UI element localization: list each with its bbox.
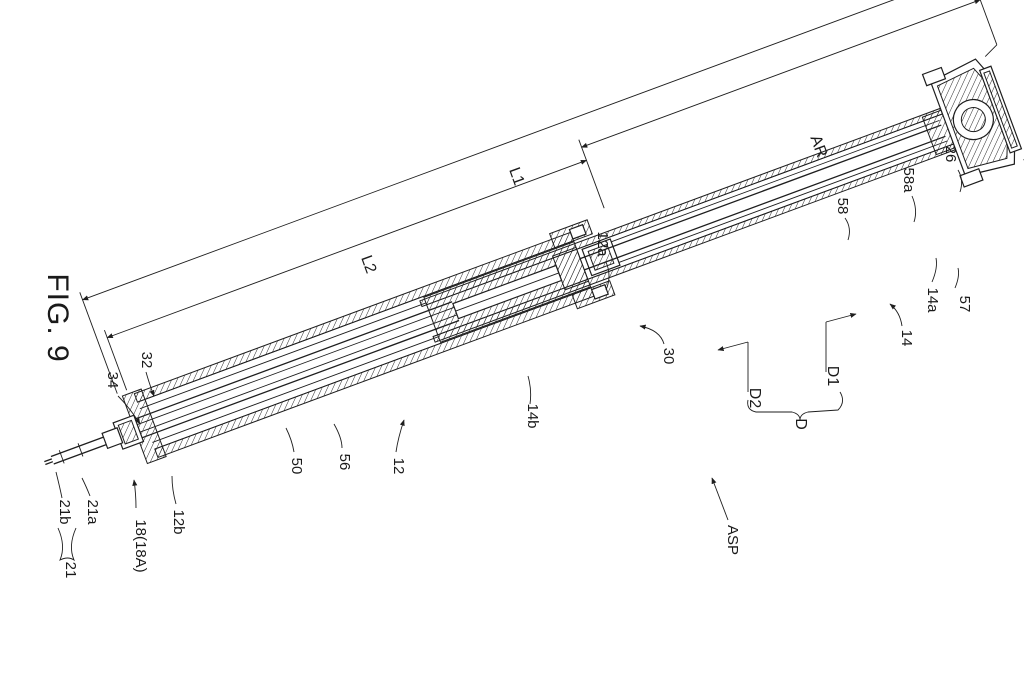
rods-50-56 [133, 301, 460, 443]
dimension-l1: L1 [505, 165, 527, 188]
ref-34: 34 [104, 372, 121, 389]
dimension-d2: D2 [746, 388, 763, 409]
dimension-d1: D1 [824, 366, 841, 387]
ref-50: 50 [288, 458, 305, 475]
reference-labels: 26 58a 58 12a 14a 57 14 30 14b 32 34 50 … [56, 146, 973, 579]
ref-21b: 21b [56, 499, 73, 524]
cable-actuator-21 [44, 436, 107, 466]
direction-arrows [717, 313, 857, 421]
bottom-plug-12b [101, 388, 167, 465]
ref-56: 56 [336, 454, 353, 471]
ref-12a: 12a [594, 231, 611, 257]
ref-14: 14 [898, 330, 915, 347]
dimension-d: D [792, 418, 809, 430]
ref-18: 18(18A) [132, 519, 149, 572]
ref-58a: 58a [900, 167, 917, 193]
dimension-ar: AR [806, 133, 830, 160]
figure-title: FIG. 9 [41, 273, 74, 362]
dimension-labels: L1 L2 AR D1 D2 D [357, 133, 841, 430]
ref-26: 26 [942, 146, 959, 163]
ref-14b: 14b [524, 403, 541, 428]
ref-asp: ASP [724, 525, 741, 555]
ref-57: 57 [956, 296, 973, 313]
figure-title-group: FIG. 9 [41, 273, 74, 362]
ref-12b: 12b [170, 509, 187, 534]
leader-lines [55, 169, 963, 562]
ref-12: 12 [390, 458, 407, 475]
ref-32: 32 [138, 352, 155, 369]
dimension-l2: L2 [357, 253, 379, 276]
dimension-lines [79, 0, 998, 394]
ref-21: 21 [62, 562, 79, 579]
ref-30: 30 [660, 348, 677, 365]
asp-arrow [711, 477, 729, 521]
ref-14a: 14a [924, 287, 941, 313]
seatpost-assembly [44, 0, 1024, 466]
ref-21a: 21a [84, 499, 101, 525]
rod-58 [579, 119, 948, 271]
ref-58: 58 [834, 198, 851, 215]
